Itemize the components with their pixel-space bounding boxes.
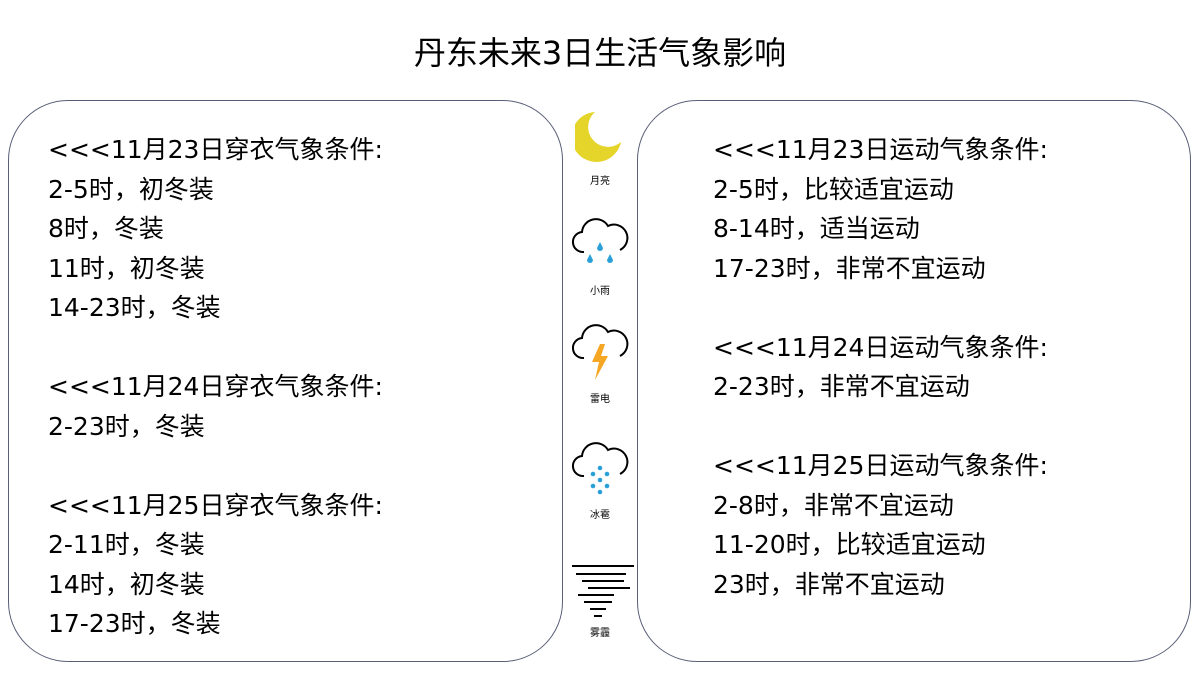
list-item: 17-23时，非常不宜运动 (713, 253, 986, 283)
section-header: <<<11月25日运动气象条件: (713, 451, 1048, 480)
light-rain-icon: 小雨 (568, 212, 632, 297)
clothing-panel (8, 100, 563, 662)
list-item: 2-5时，初冬装 (48, 174, 214, 204)
list-item: 14-23时，冬装 (48, 293, 221, 322)
hail-icon: 冰雹 (568, 436, 632, 521)
list-item: 14时，初冬装 (48, 569, 205, 599)
section-header: <<<11月25日穿衣气象条件: (48, 490, 383, 520)
section-header: <<<11月23日穿衣气象条件: (48, 135, 383, 164)
section-header: <<<11月24日穿衣气象条件: (48, 372, 383, 401)
fog-icon: 雾霾 (572, 565, 634, 639)
list-item: 8时，冬装 (48, 214, 164, 243)
list-item: 2-11时，冬装 (48, 530, 205, 559)
page-title: 丹东未来3日生活气象影响 (413, 34, 787, 72)
list-item: 11-20时，比较适宜运动 (713, 530, 986, 559)
thunder-icon: 雷电 (568, 318, 632, 405)
section-header: <<<11月24日运动气象条件: (713, 332, 1048, 362)
list-item: 17-23时，冬装 (48, 609, 221, 638)
list-item: 11时，初冬装 (48, 253, 205, 283)
sport-text: <<<11月23日运动气象条件: 2-5时，比较适宜运动 8-14时，适当运动 … (713, 130, 1048, 604)
section-header: <<<11月23日运动气象条件: (713, 135, 1048, 164)
list-item: 2-23时，非常不宜运动 (713, 372, 970, 401)
list-item: 2-5时，比较适宜运动 (713, 174, 954, 204)
list-item: 23时，非常不宜运动 (713, 569, 945, 599)
list-item: 2-23时，冬装 (48, 411, 205, 441)
list-item: 2-8时，非常不宜运动 (713, 490, 954, 520)
moon-icon: 月亮 (568, 108, 632, 187)
list-item: 8-14时，适当运动 (713, 214, 920, 243)
clothing-text: <<<11月23日穿衣气象条件: 2-5时，初冬装 8时，冬装 11时，初冬装 … (48, 130, 383, 644)
sport-panel (637, 100, 1191, 662)
